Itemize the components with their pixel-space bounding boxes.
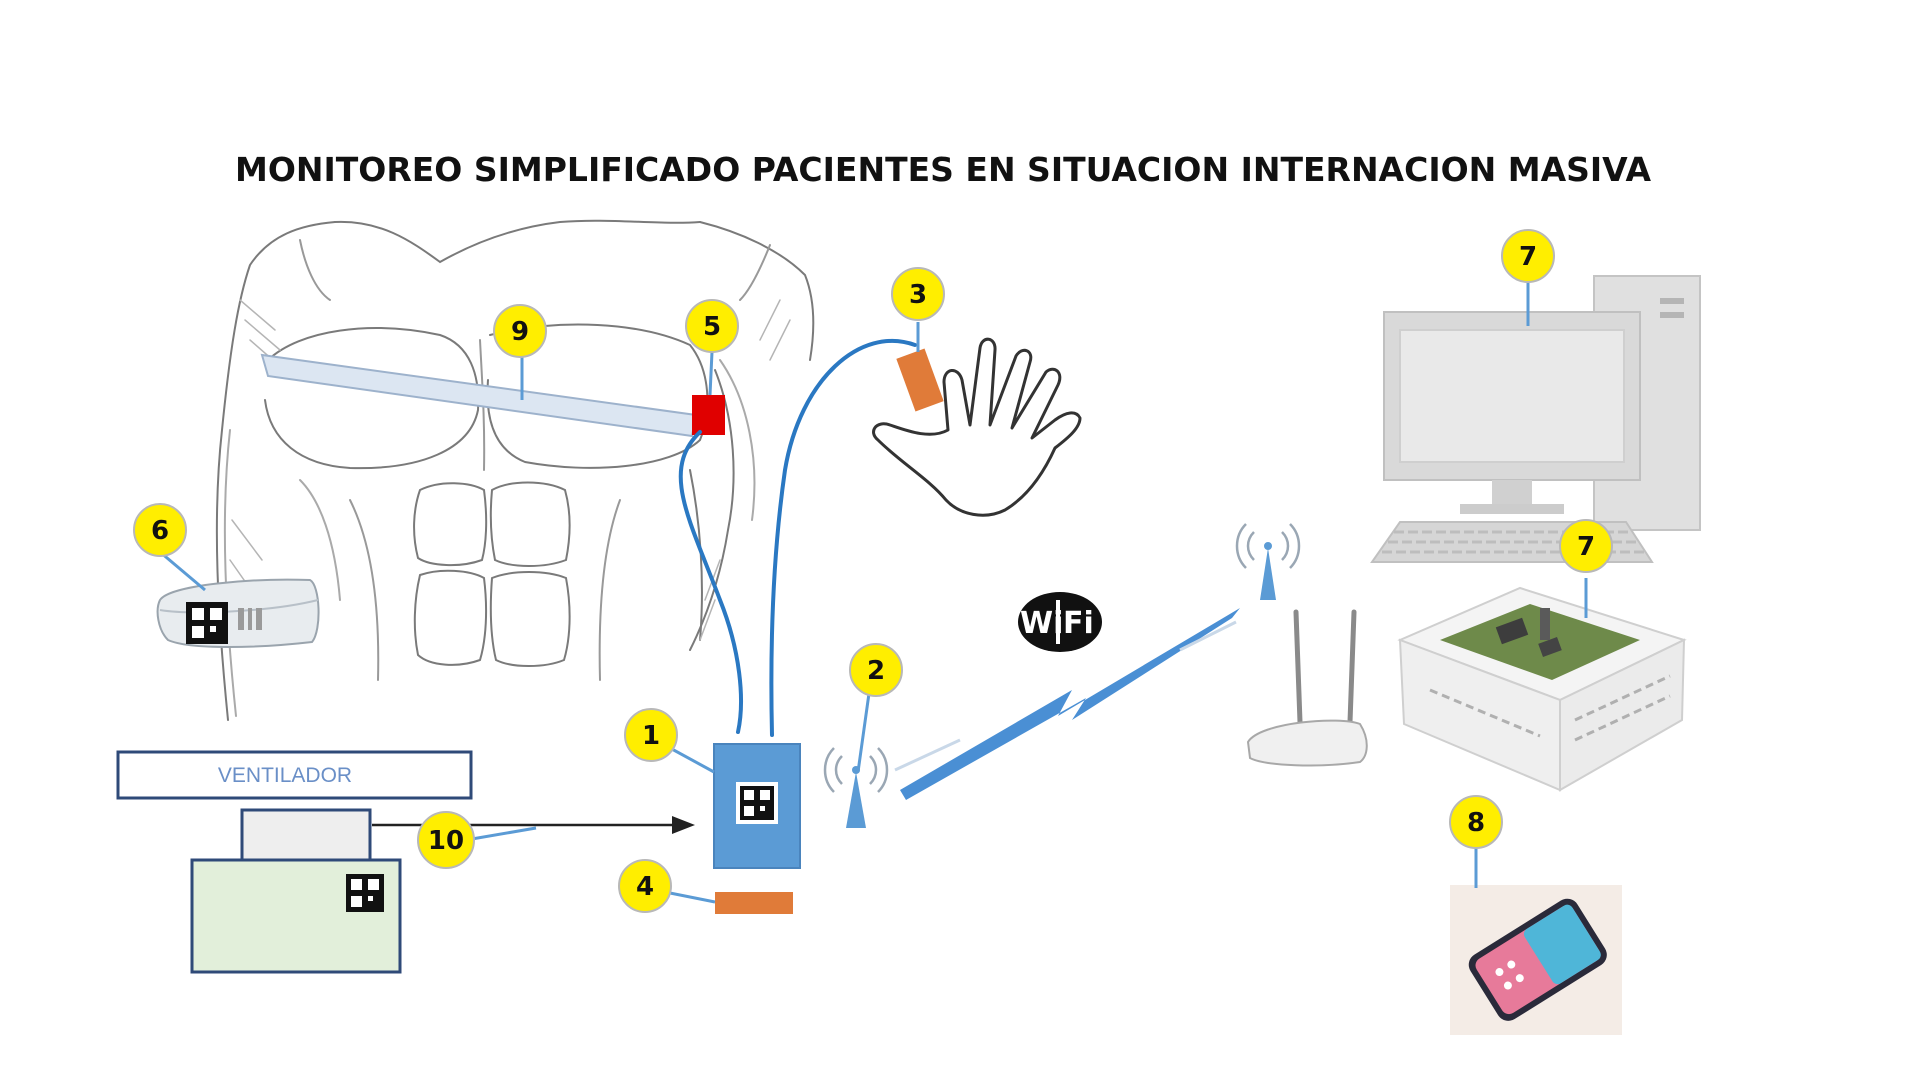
callout-10: 10 xyxy=(417,811,475,869)
battery-pack xyxy=(715,892,793,914)
callout-7-computer: 7 xyxy=(1501,229,1555,283)
chest-sensor xyxy=(692,395,725,435)
wireless-link xyxy=(894,608,1240,800)
callout-7-raspberry-label: 7 xyxy=(1577,532,1595,562)
callout-10-label: 10 xyxy=(428,826,464,856)
callout-7-raspberry: 7 xyxy=(1559,519,1613,573)
raspberry-pi-board xyxy=(1440,604,1640,680)
page-title: MONITOREO SIMPLIFICADO PACIENTES EN SITU… xyxy=(235,150,1651,189)
desktop-computer xyxy=(1370,275,1701,563)
device-antenna-icon xyxy=(823,747,889,828)
callout-9-label: 9 xyxy=(511,317,529,347)
chest-strap xyxy=(260,353,698,438)
ventilator-label-box xyxy=(116,750,473,800)
callout-3-label: 3 xyxy=(909,280,927,310)
device-qr-icon xyxy=(740,786,774,820)
callout-2: 2 xyxy=(849,643,903,697)
monitor-device xyxy=(713,743,801,869)
callout-4: 4 xyxy=(618,859,672,913)
finger-sensor xyxy=(896,348,944,412)
callout-7-computer-label: 7 xyxy=(1519,242,1537,272)
finger-cable xyxy=(769,338,917,737)
callout-8-label: 8 xyxy=(1467,808,1485,838)
sensor-cables xyxy=(678,338,917,737)
callout-1: 1 xyxy=(624,708,678,762)
callouts: 1 2 3 4 5 6 7 7 xyxy=(133,229,1613,913)
callout-2-label: 2 xyxy=(867,656,885,686)
callout-5-label: 5 xyxy=(703,312,721,342)
ventilator-label: VENTILADOR xyxy=(218,764,352,787)
patient-wristband xyxy=(156,578,320,648)
chest-cable xyxy=(678,430,743,734)
ventilator-module xyxy=(240,808,372,864)
callout-5: 5 xyxy=(685,299,739,353)
callout-6-label: 6 xyxy=(151,516,169,546)
callout-9: 9 xyxy=(493,304,547,358)
wifi-logo-right: Fi xyxy=(1063,606,1094,641)
wifi-router xyxy=(1235,523,1368,767)
wifi-logo: Wi Fi xyxy=(1018,592,1102,652)
torso-sketch xyxy=(215,219,815,721)
raspberry-pi-case xyxy=(1397,586,1687,792)
router-antenna-icon xyxy=(1260,548,1276,600)
ventilator: VENTILADOR xyxy=(116,750,473,974)
wifi-logo-left: Wi xyxy=(1020,606,1063,641)
ventilator-qr-icon xyxy=(346,874,384,912)
smartphone xyxy=(1450,885,1622,1035)
callout-3: 3 xyxy=(891,267,945,321)
callout-6: 6 xyxy=(133,503,187,557)
callout-1-label: 1 xyxy=(642,721,660,751)
hand-drawing xyxy=(872,337,1082,517)
callout-4-label: 4 xyxy=(636,872,654,902)
callout-8: 8 xyxy=(1449,795,1503,849)
